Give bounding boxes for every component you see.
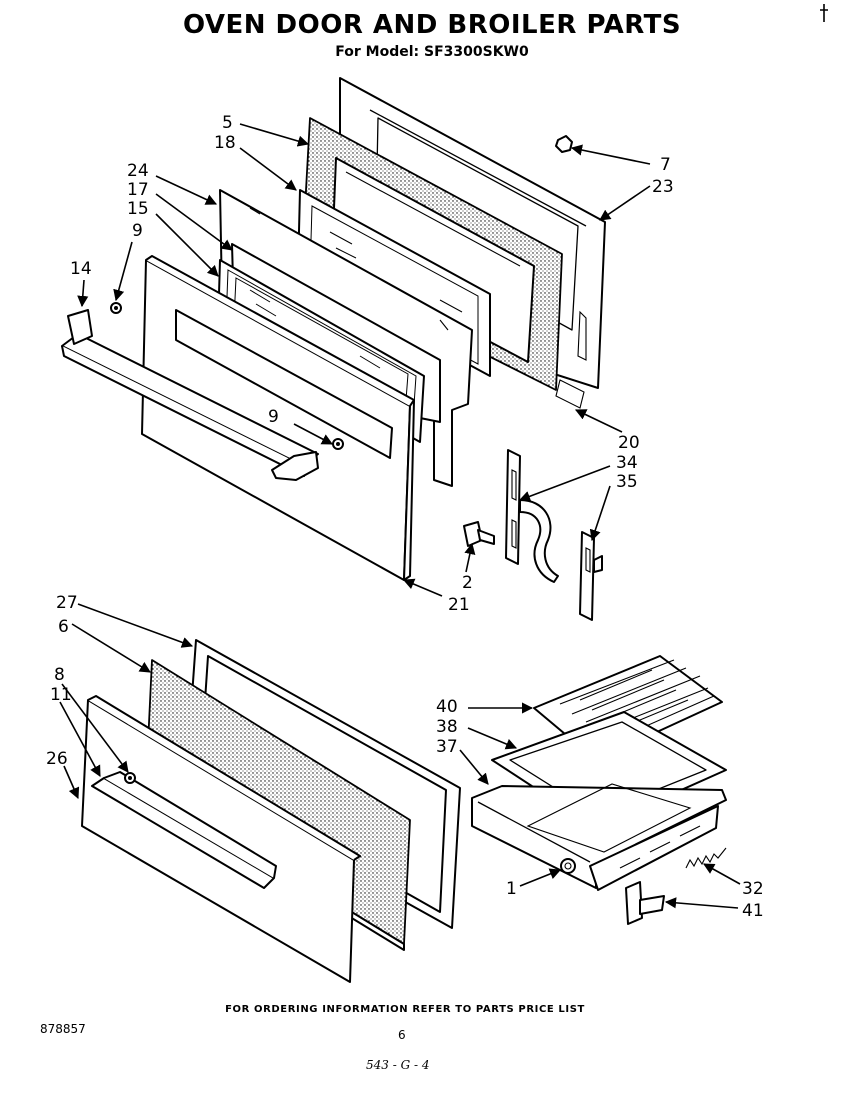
label-part-40: 40 <box>436 697 458 717</box>
label-part-18: 18 <box>214 133 236 153</box>
label-part-38: 38 <box>436 717 458 737</box>
label-part-24: 24 <box>127 161 149 181</box>
door-hinge-left <box>505 449 559 583</box>
label-part-2: 2 <box>462 573 473 593</box>
outer-door-panel <box>141 255 415 581</box>
handle-screw <box>114 306 118 310</box>
label-part-7: 7 <box>660 155 671 175</box>
drawer-roller <box>560 858 576 874</box>
label-part-27: 27 <box>56 593 78 613</box>
drawer-handle-screw <box>128 776 132 780</box>
ordering-note: FOR ORDERING INFORMATION REFER TO PARTS … <box>225 1004 585 1015</box>
handwritten-note: 543 - G - 4 <box>366 1058 430 1072</box>
label-part-20: 20 <box>618 433 640 453</box>
label-part-26: 26 <box>46 749 68 769</box>
hinge-roller <box>463 521 495 547</box>
label-part-34: 34 <box>616 453 638 473</box>
label-part-11: 11 <box>50 685 72 705</box>
page-title: OVEN DOOR AND BROILER PARTS <box>182 10 682 40</box>
corner-mark <box>820 4 828 22</box>
leader-lines <box>59 123 741 909</box>
broiler-drawer-body <box>471 783 727 891</box>
liner-screw <box>555 135 573 153</box>
label-part-15: 15 <box>127 199 149 219</box>
drawer-bracket <box>625 881 665 925</box>
door-handle <box>61 309 319 481</box>
label-part-17: 17 <box>127 180 149 200</box>
handle-screw <box>336 442 340 446</box>
label-part-37: 37 <box>436 737 458 757</box>
document-number: 878857 <box>40 1022 86 1036</box>
broiler-drawer-handle <box>91 771 277 889</box>
label-part-9-upper: 9 <box>132 221 143 241</box>
label-part-35: 35 <box>616 472 638 492</box>
label-part-8: 8 <box>54 665 65 685</box>
label-part-9-lower: 9 <box>268 407 279 427</box>
label-part-6: 6 <box>58 617 69 637</box>
page-number: 6 <box>398 1028 406 1042</box>
broiler-spring <box>685 847 727 869</box>
model-subtitle: For Model: SF3300SKW0 <box>335 44 529 60</box>
label-part-41: 41 <box>742 901 764 921</box>
label-part-1: 1 <box>506 879 517 899</box>
label-part-23: 23 <box>652 177 674 197</box>
label-part-21: 21 <box>448 595 470 615</box>
label-part-14: 14 <box>70 259 92 279</box>
door-hinge-right <box>579 531 603 621</box>
label-part-32: 32 <box>742 879 764 899</box>
label-part-5: 5 <box>222 113 233 133</box>
